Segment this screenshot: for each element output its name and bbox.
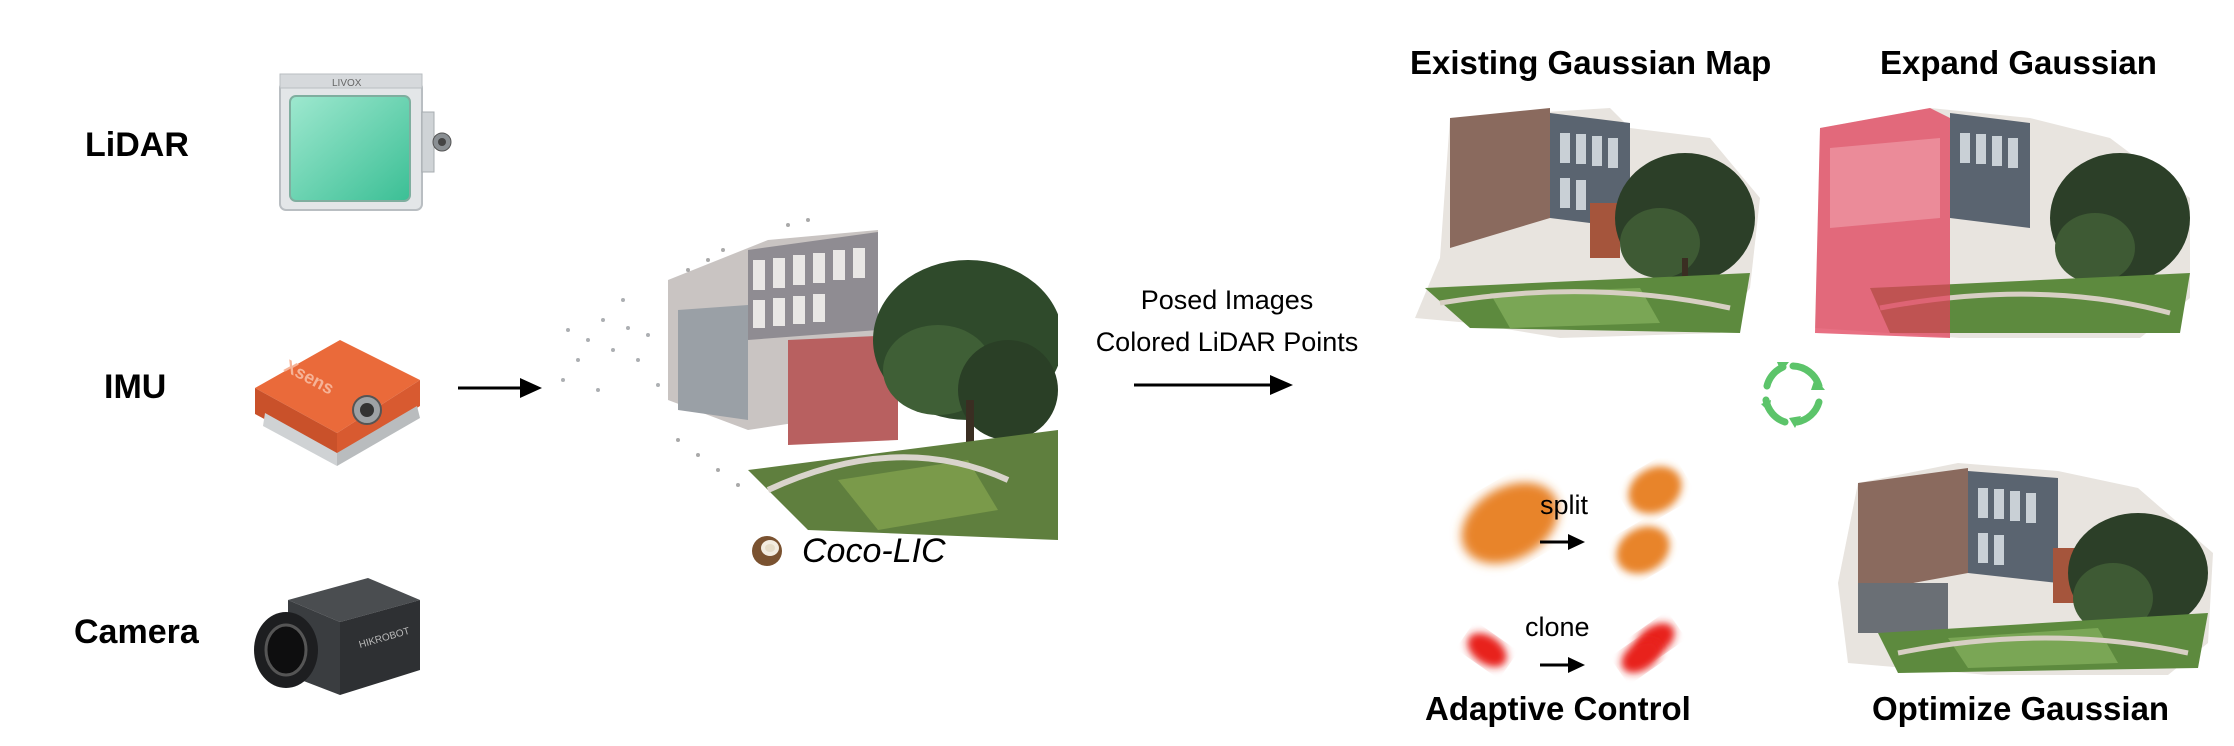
caption-colored-lidar-points: Colored LiDAR Points — [1095, 327, 1359, 357]
orange-gaussian-large — [1440, 468, 1580, 578]
colored-point-cloud-image — [548, 210, 1058, 540]
camera-label: Camera — [74, 613, 199, 651]
lidar-device-image: LIVOX — [262, 62, 452, 222]
adaptive-control-title: Adaptive Control — [1425, 690, 1691, 727]
orange-gaussian-split-pair — [1605, 458, 1695, 588]
coconut-icon — [750, 534, 784, 568]
red-gaussian-cloned-pair — [1605, 608, 1695, 688]
arrow-slam-to-gaussian — [1134, 373, 1294, 397]
coco-lic-label: Coco-LIC — [802, 532, 946, 570]
clone-label: clone — [1525, 612, 1590, 642]
imu-device-image: Xsens — [245, 318, 430, 478]
camera-device-image: HIKROBOT — [248, 570, 428, 710]
existing-gaussian-map-image — [1410, 108, 1765, 338]
existing-gaussian-map-title: Existing Gaussian Map — [1410, 44, 1772, 81]
expand-gaussian-title: Expand Gaussian — [1880, 44, 2157, 81]
arrow-sensors-to-slam — [458, 376, 543, 400]
lidar-brand-text: LIVOX — [332, 78, 362, 89]
optimize-gaussian-image — [1838, 463, 2218, 675]
refresh-cycle-icon — [1755, 356, 1831, 432]
red-gaussian-original — [1452, 620, 1522, 680]
clone-arrow — [1540, 655, 1586, 675]
lidar-label: LiDAR — [85, 126, 189, 164]
split-arrow — [1540, 532, 1586, 552]
split-label: split — [1540, 490, 1589, 520]
caption-posed-images: Posed Images — [1140, 285, 1314, 315]
imu-label: IMU — [104, 368, 167, 406]
optimize-gaussian-title: Optimize Gaussian — [1872, 690, 2170, 727]
expand-gaussian-image — [1810, 108, 2202, 338]
